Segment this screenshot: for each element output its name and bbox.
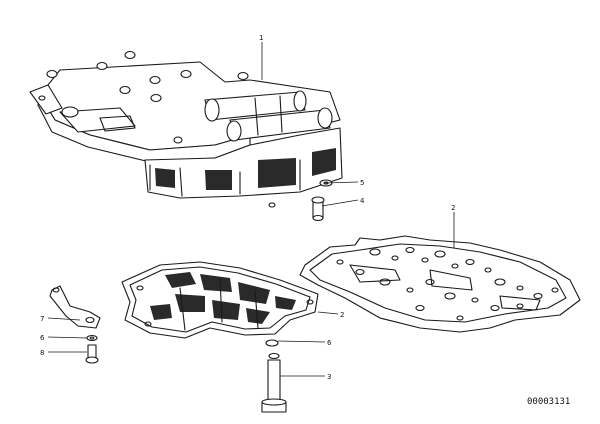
callout-2-plate: 2 bbox=[451, 204, 455, 212]
intermediate-plate-part-2 bbox=[299, 235, 581, 333]
filter-screen-part-3 bbox=[121, 261, 319, 339]
leader-lines bbox=[47, 42, 455, 377]
plate-holes bbox=[336, 246, 559, 321]
washer-part-6 bbox=[86, 334, 98, 342]
bolt-part-4 bbox=[311, 196, 325, 222]
callout-4: 4 bbox=[360, 197, 365, 205]
document-number: 00003131 bbox=[527, 397, 570, 407]
valve-body-assembly bbox=[29, 50, 343, 208]
callout-1: 1 bbox=[259, 34, 263, 42]
bolt-bosses bbox=[38, 50, 276, 208]
callout-6-lower: 6 bbox=[327, 339, 332, 347]
screw-part-5-lower bbox=[261, 339, 287, 413]
callout-3: 3 bbox=[327, 373, 331, 381]
callout-2-filter: 2 bbox=[340, 311, 344, 319]
callout-5-upper: 5 bbox=[360, 179, 364, 187]
bracket-part-7 bbox=[49, 285, 101, 329]
callout-7: 7 bbox=[40, 315, 44, 323]
callout-6-bracket: 6 bbox=[40, 334, 45, 342]
bolt-part-8 bbox=[85, 344, 99, 364]
callout-labels: 1 5 4 2 2 6 3 7 6 8 bbox=[40, 34, 455, 381]
callout-8: 8 bbox=[40, 349, 44, 357]
